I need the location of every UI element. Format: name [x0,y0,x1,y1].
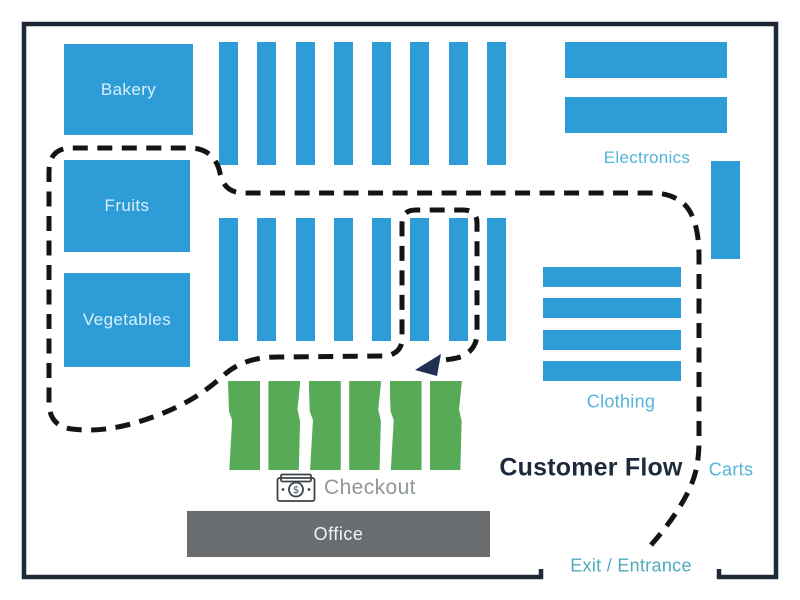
checkout-lane [429,381,462,470]
bakery-label: Bakery [100,79,157,99]
carts-bay [711,161,740,259]
aisle-shelf [486,42,506,165]
arrow-down-left-icon [415,354,441,376]
aisle-shelf [219,218,238,341]
aisle-shelf [410,42,430,165]
exit-entrance-label: Exit / Entrance [570,555,692,576]
aisle-shelf [372,218,392,341]
checkout-lane [389,381,422,470]
aisle-shelf [257,42,277,165]
aisle-row-middle [219,218,506,341]
aisle-shelf [333,218,353,341]
checkout-lane [228,381,260,470]
aisle-shelf [295,42,315,165]
clothing-rack [543,329,681,350]
electronics-shelves [565,42,727,133]
checkout-lane [349,381,382,470]
aisle-shelf [219,42,238,165]
electronics-shelf [565,97,727,133]
aisle-shelf [333,42,353,165]
clothing-rack [543,267,681,287]
aisle-shelf [372,42,392,165]
vegetables-area: Vegetables [64,273,190,367]
carts-label: Carts [708,459,754,480]
aisle-shelf [295,218,315,341]
fruits-area: Fruits [64,160,190,252]
clothing-racks [543,267,681,381]
svg-text:$: $ [293,485,299,496]
electronics-shelf [565,42,727,78]
money-bill-icon: $ [276,473,316,502]
clothing-rack [543,298,681,319]
vegetables-label: Vegetables [82,310,172,329]
office-label: Office [313,523,364,544]
bakery-area: Bakery [64,44,193,135]
fruits-label: Fruits [104,196,150,215]
checkout-label: Checkout [324,476,416,499]
aisle-shelf [257,218,277,341]
aisle-shelf [410,218,430,341]
checkout-lane [308,381,341,470]
aisle-row-top [219,42,506,165]
clothing-rack [543,360,681,381]
checkout-caption: $ Checkout [276,473,416,503]
aisle-shelf [448,42,468,165]
clothing-label: Clothing [586,391,656,412]
checkout-lanes [228,381,462,470]
checkout-lane [268,381,301,470]
electronics-label: Electronics [603,148,691,167]
office-area: Office [187,511,490,557]
aisle-shelf [486,218,506,341]
customer-flow-title: Customer Flow [499,453,683,482]
aisle-shelf [448,218,468,341]
